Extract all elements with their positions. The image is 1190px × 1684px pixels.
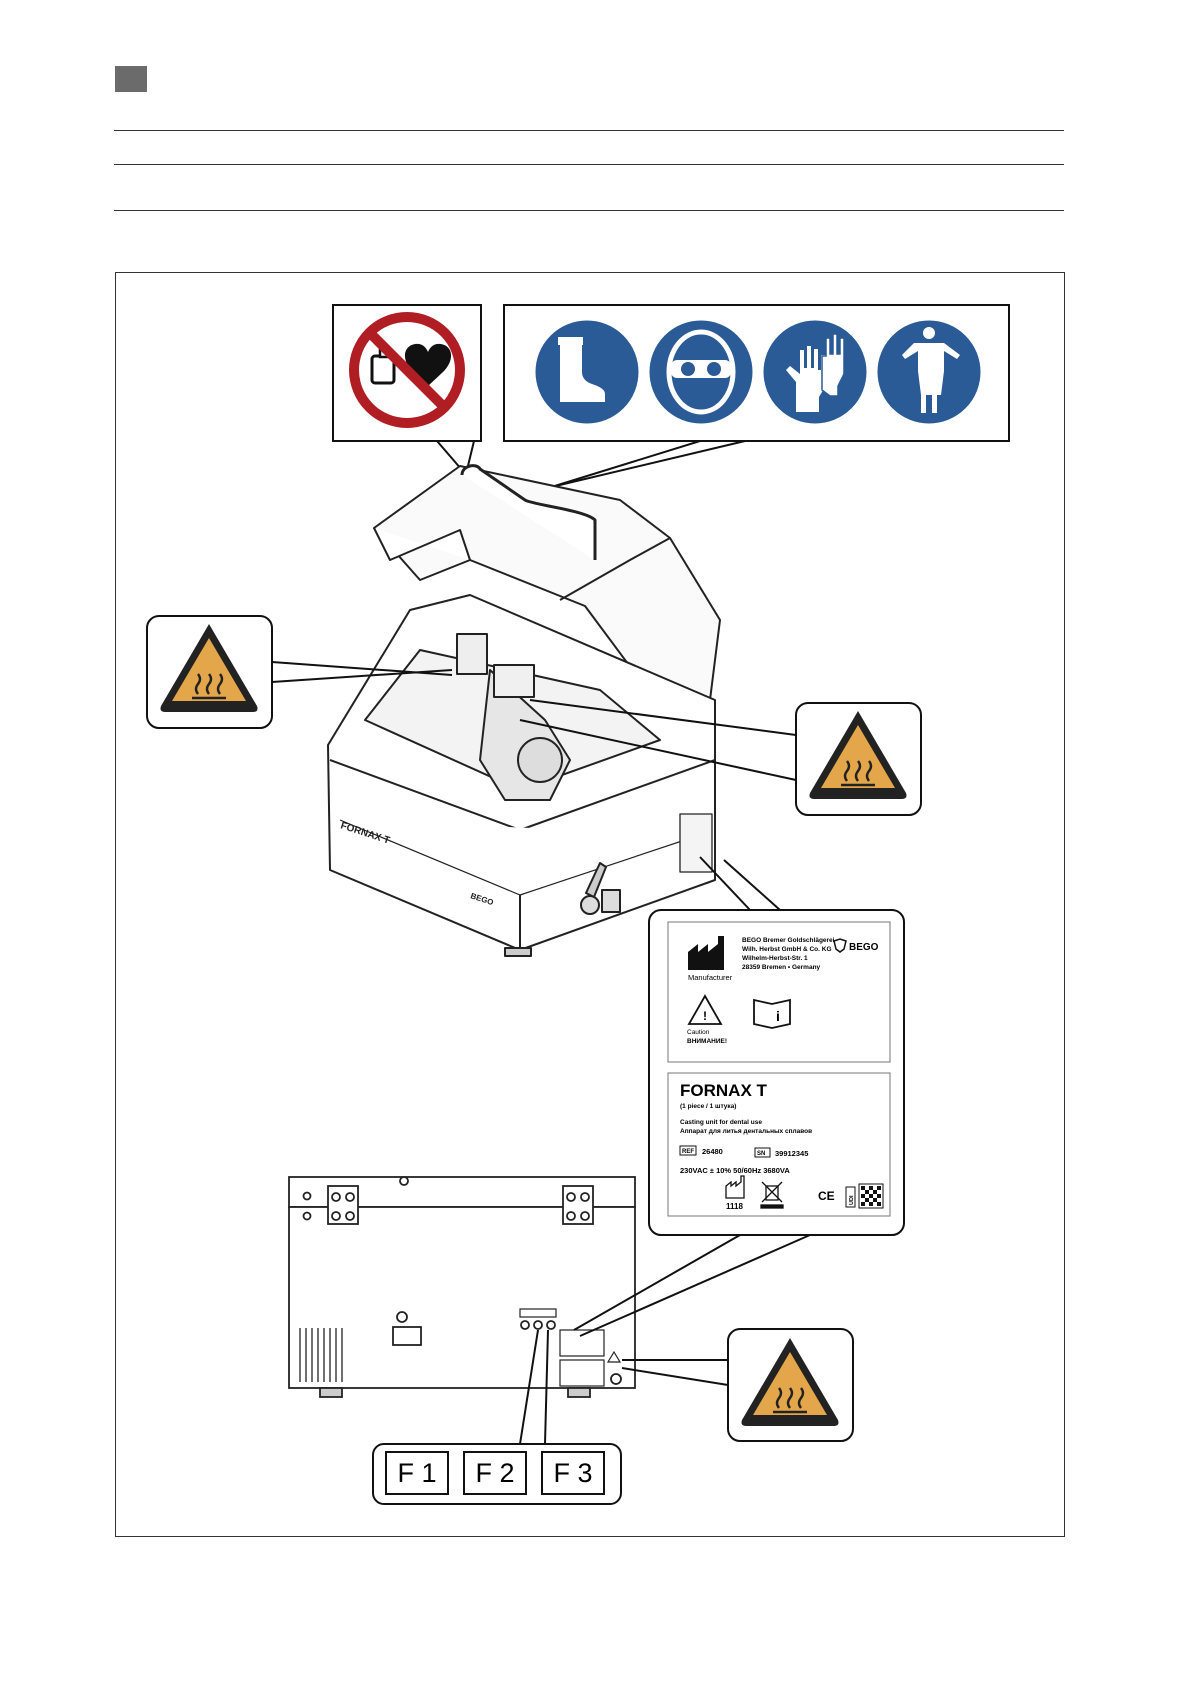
svg-text:Wilh. Herbst GmbH & Co. KG: Wilh. Herbst GmbH & Co. KG	[742, 946, 832, 953]
protective-gloves-icon	[760, 317, 870, 427]
chapter-marker	[115, 66, 147, 92]
sign-leader-lines	[383, 440, 746, 499]
svg-text:ВНИМАНИЕ!: ВНИМАНИЕ!	[687, 1038, 727, 1045]
svg-text:REF: REF	[682, 1149, 694, 1155]
svg-text:BEGO Bremer Goldschlägerei: BEGO Bremer Goldschlägerei	[742, 937, 835, 944]
fuse-label-f3: F 3	[553, 1458, 592, 1488]
header-rule-top	[114, 130, 1064, 131]
svg-text:Аппарат для литья дентальных с: Аппарат для литья дентальных сплавов	[680, 1128, 812, 1135]
svg-text:UDI: UDI	[849, 1195, 855, 1205]
instructions-manual-icon	[753, 998, 791, 1029]
casting-machine-illustration	[327, 464, 721, 957]
ref-value: 26480	[702, 1147, 723, 1156]
heart-icon	[404, 343, 452, 386]
caution-icon	[687, 994, 723, 1025]
serial-number: 39912345	[775, 1149, 808, 1158]
header-rule-middle	[114, 164, 1064, 165]
label-brand: BEGO	[849, 942, 879, 953]
svg-text:(1 piece / 1 штука): (1 piece / 1 штука)	[680, 1103, 736, 1110]
datamatrix-code	[858, 1183, 884, 1209]
pacemaker-prohibition-sign	[332, 304, 482, 442]
manufacturer-icon	[688, 936, 724, 970]
fuse-label-f2: F 2	[475, 1458, 514, 1488]
header-rule-bottom	[114, 210, 1064, 211]
ppe-mandatory-signs	[503, 304, 1010, 442]
figure-frame	[115, 272, 1065, 1537]
weee-bin-icon	[760, 1181, 784, 1209]
manufacture-date: 1118	[726, 1202, 743, 1211]
svg-text:SN: SN	[757, 1151, 765, 1157]
protective-apron-icon	[874, 317, 984, 427]
manufacturer-caption: Manufacturer	[688, 973, 733, 982]
svg-text:Casting unit for dental use: Casting unit for dental use	[680, 1119, 762, 1126]
fuse-label-f1: F 1	[397, 1458, 436, 1488]
svg-text:28359 Bremen • Germany: 28359 Bremen • Germany	[742, 964, 821, 971]
rating-plate-callout: Manufacturer BEGO Bremer Goldschlägerei …	[648, 856, 905, 1236]
hot-surface-warning-left	[146, 615, 273, 729]
svg-text:!: !	[703, 1009, 707, 1023]
svg-text:Caution: Caution	[687, 1029, 710, 1036]
svg-text:Wilhelm-Herbst-Str. 1: Wilhelm-Herbst-Str. 1	[742, 955, 808, 962]
ce-mark: CE	[818, 1189, 835, 1203]
product-name: FORNAX T	[680, 1081, 768, 1100]
safety-goggles-icon	[646, 317, 756, 427]
machine-rear-view	[288, 1176, 636, 1398]
bego-logo-icon	[833, 938, 847, 953]
safety-boots-icon	[532, 317, 642, 427]
svg-text:i: i	[776, 1008, 780, 1024]
hot-surface-warning-right	[795, 702, 922, 816]
fuse-labels: F 1 F 2 F 3	[372, 1443, 622, 1505]
hot-surface-warning-rear	[727, 1328, 854, 1442]
power-rating: 230VAC ± 10% 50/60Hz 3680VA	[680, 1166, 790, 1175]
manufacture-date-icon	[725, 1175, 745, 1199]
